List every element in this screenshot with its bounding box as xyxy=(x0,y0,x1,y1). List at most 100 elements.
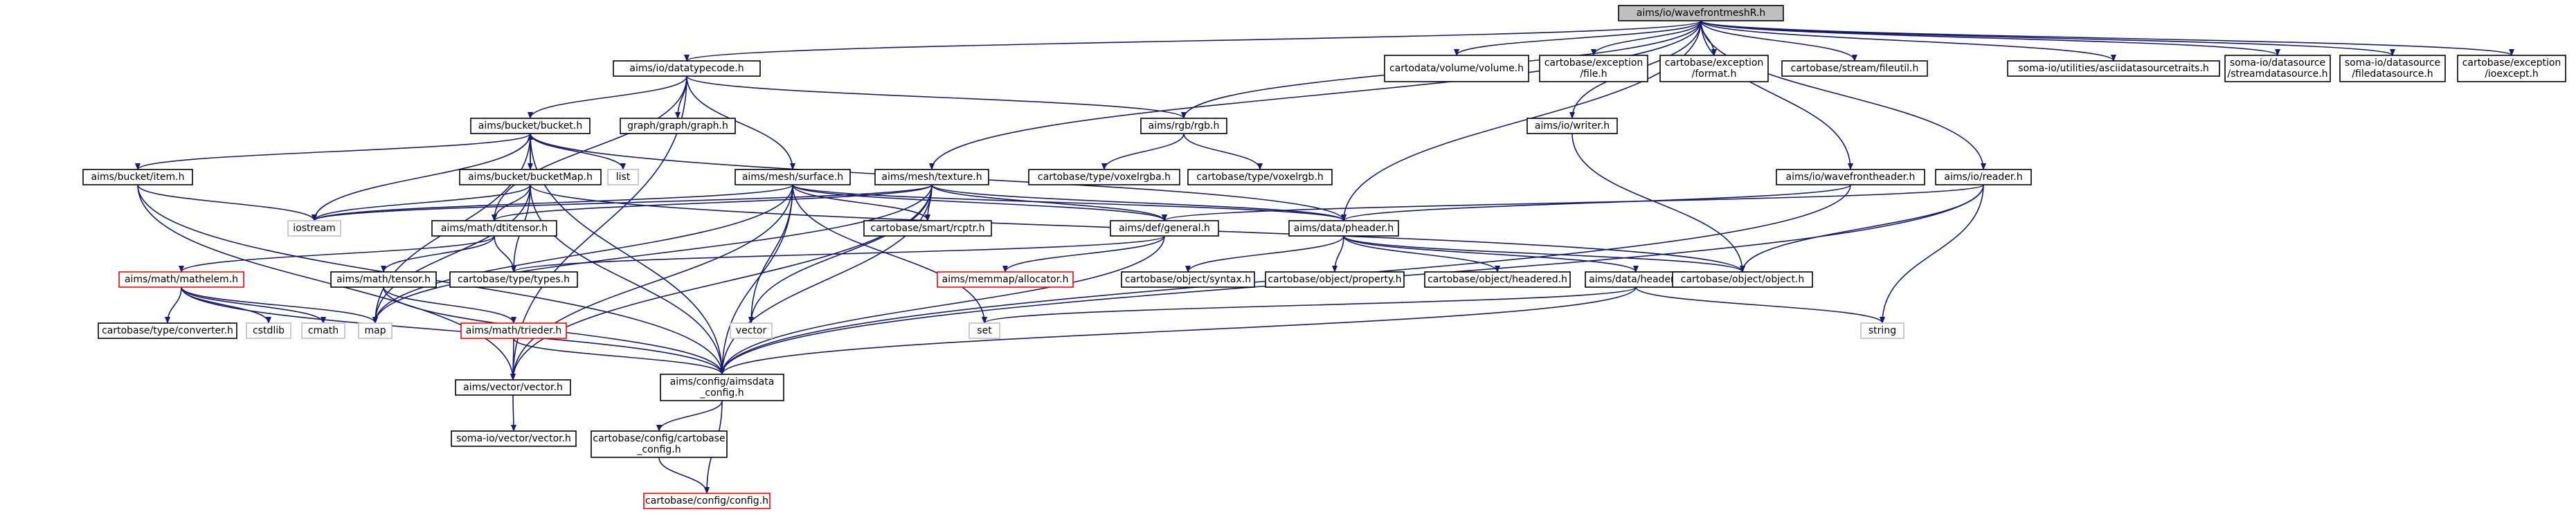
node-box xyxy=(330,271,437,288)
edge xyxy=(1183,133,1263,170)
node-label: iostream xyxy=(293,223,336,234)
edge-reader-to-general xyxy=(1162,184,1984,221)
node-aims-mesh-surface-h[interactable]: aims/mesh/surface.h xyxy=(735,169,851,185)
node-aims-def-general-h[interactable]: aims/def/general.h xyxy=(1110,220,1219,237)
node-cartobase-exception-format-h[interactable]: cartobase/exception/format.h xyxy=(1659,55,1769,82)
node-label: cartodata/volume/volume.h xyxy=(1389,63,1524,74)
node-aims-io-wavefrontheader-h[interactable]: aims/io/wavefrontheader.h xyxy=(1776,169,1925,185)
node-cartobase-object-object-h[interactable]: cartobase/object/object.h xyxy=(1672,271,1813,288)
edge-bucket-to-list xyxy=(530,133,626,170)
node-soma-io-utilities-asciidatasourcetraits-h[interactable]: soma-io/utilities/asciidatasourcetraits.… xyxy=(2007,60,2220,77)
node-soma-io-datasource-streamdatasource-h[interactable]: soma-io/datasource/streamdatasource.h xyxy=(2224,55,2331,82)
node-aims-mesh-texture-h[interactable]: aims/mesh/texture.h xyxy=(874,169,989,185)
node-aims-bucket-bucket-h[interactable]: aims/bucket/bucket.h xyxy=(470,118,591,134)
node-box xyxy=(591,430,728,458)
node-label: cmath xyxy=(308,325,339,336)
node-aims-bucket-bucketmap-h[interactable]: aims/bucket/bucketMap.h xyxy=(459,169,602,185)
edge xyxy=(1454,20,1702,56)
node-aims-math-dtitensor-h[interactable]: aims/math/dtitensor.h xyxy=(431,220,557,237)
node-cartobase-object-headered-h[interactable]: cartobase/object/headered.h xyxy=(1424,271,1571,288)
node-label: aims/rgb/rgb.h xyxy=(1149,120,1220,131)
node-cartobase-object-syntax-h[interactable]: cartobase/object/syntax.h xyxy=(1121,271,1255,288)
node-cartobase-stream-fileutil-h[interactable]: cartobase/stream/fileutil.h xyxy=(1781,60,1928,77)
edge-texture-to-iostream xyxy=(312,184,933,221)
node-cartobase-config-cartobase-config-h[interactable]: cartobase/config/cartobase_config.h xyxy=(591,430,728,458)
edge xyxy=(1162,184,1984,221)
node-box xyxy=(1526,118,1618,134)
edge xyxy=(513,338,725,375)
edge xyxy=(312,184,531,221)
node-aims-data-pheader-h[interactable]: aims/data/pheader.h xyxy=(1288,220,1399,237)
node-aims-io-reader-h[interactable]: aims/io/reader.h xyxy=(1935,169,2032,185)
node-label: aims/config/aimsdata xyxy=(670,376,775,387)
node-cartobase-type-voxelrgba-h[interactable]: cartobase/type/voxelrgba.h xyxy=(1028,169,1180,185)
node-aims-math-tensor-h[interactable]: aims/math/tensor.h xyxy=(330,271,437,288)
edge xyxy=(510,394,516,432)
edge-mathelem-to-aimsdata_config xyxy=(181,286,725,375)
edge-datatypecode-to-rgb xyxy=(686,75,1187,119)
node-map: map xyxy=(358,322,393,339)
node-label: cartobase/config/cartobase xyxy=(593,433,725,444)
edge-root-to-asciidatasourcetraits xyxy=(1700,20,2116,62)
node-cartobase-object-property-h[interactable]: cartobase/object/property.h xyxy=(1265,271,1405,288)
edge-dataheader-to-aimsdata_config xyxy=(719,286,1637,375)
edge-datatypecode-to-bucket xyxy=(528,75,687,119)
node-cartobase-type-converter-h[interactable]: cartobase/type/converter.h xyxy=(98,322,237,339)
node-cartobase-type-types-h[interactable]: cartobase/type/types.h xyxy=(449,271,578,288)
node-box xyxy=(643,493,771,509)
node-label: aims/bucket/bucketMap.h xyxy=(468,172,593,183)
edge xyxy=(686,75,1187,119)
edge-surface-to-general xyxy=(792,184,1167,221)
node-box xyxy=(2007,60,2220,77)
node-aims-data-header-h[interactable]: aims/data/header.h xyxy=(1585,271,1687,288)
edge-general-to-allocator xyxy=(1002,235,1165,273)
node-aims-io-writer-h[interactable]: aims/io/writer.h xyxy=(1526,118,1618,134)
node-cstdlib: cstdlib xyxy=(246,322,291,339)
node-aims-io-wavefrontmeshr-h[interactable]: aims/io/wavefrontmeshR.h xyxy=(1618,5,1784,21)
node-aims-io-datatypecode-h[interactable]: aims/io/datatypecode.h xyxy=(613,60,761,77)
node-cartobase-config-config-h[interactable]: cartobase/config/config.h xyxy=(643,493,771,509)
edge xyxy=(135,133,531,170)
edge xyxy=(181,286,326,324)
edge-bucket-to-item xyxy=(135,133,531,170)
edge-bucketMap-to-aimsdata_config xyxy=(530,184,725,375)
node-label: /ioexcept.h xyxy=(2485,68,2539,80)
edge xyxy=(372,184,531,324)
node-cartobase-type-voxelrgb-h[interactable]: cartobase/type/voxelrgb.h xyxy=(1187,169,1333,185)
edge-dataheader-to-string xyxy=(1635,286,1885,324)
node-aims-memmap-allocator-h[interactable]: aims/memmap/allocator.h xyxy=(937,271,1074,288)
node-cartobase-exception-file-h[interactable]: cartobase/exception/file.h xyxy=(1539,55,1648,82)
node-aims-config-aimsdata-config-h[interactable]: aims/config/aimsdata_config.h xyxy=(660,374,784,401)
node-cartobase-exception-ioexcept-h[interactable]: cartobase/exception/ioexcept.h xyxy=(2457,55,2566,82)
node-box xyxy=(1935,169,2032,185)
node-graph-graph-graph-h[interactable]: graph/graph/graph.h xyxy=(620,118,736,134)
edge xyxy=(1343,235,1639,273)
node-cartodata-volume-volume-h[interactable]: cartodata/volume/volume.h xyxy=(1384,55,1529,82)
node-label: list xyxy=(616,172,631,183)
node-aims-math-mathelem-h[interactable]: aims/math/mathelem.h xyxy=(118,271,244,288)
node-label: /file.h xyxy=(1580,68,1607,80)
edge-datatypecode-to-surface xyxy=(686,75,795,170)
node-box xyxy=(1659,55,1769,82)
node-label: vector xyxy=(736,325,767,336)
node-label: aims/bucket/item.h xyxy=(91,172,185,183)
node-label: aims/data/header.h xyxy=(1589,274,1683,285)
edge-pheader-to-dataheader xyxy=(1343,235,1639,273)
node-box xyxy=(82,169,193,185)
node-aims-math-trieder-h[interactable]: aims/math/trieder.h xyxy=(460,322,567,339)
edge-mathelem-to-cmath xyxy=(181,286,326,324)
edge-surface-to-set xyxy=(792,184,987,324)
node-label: /format.h xyxy=(1692,68,1737,80)
node-soma-io-datasource-filedatasource-h[interactable]: soma-io/datasource/filedatasource.h xyxy=(2339,55,2446,82)
edge-pheader-to-syntax xyxy=(1185,235,1344,273)
node-cartobase-smart-rcptr-h[interactable]: cartobase/smart/rcptr.h xyxy=(863,220,992,237)
node-cmath: cmath xyxy=(301,322,345,339)
node-aims-bucket-item-h[interactable]: aims/bucket/item.h xyxy=(82,169,193,185)
node-aims-vector-vector-h[interactable]: aims/vector/vector.h xyxy=(455,379,571,396)
node-box xyxy=(1110,220,1219,237)
node-label: cartobase/type/converter.h xyxy=(102,325,233,336)
edge-bucketMap-to-map xyxy=(372,184,531,324)
edge xyxy=(492,184,933,221)
node-aims-rgb-rgb-h[interactable]: aims/rgb/rgb.h xyxy=(1140,118,1227,134)
node-soma-io-vector-vector-h[interactable]: soma-io/vector/vector.h xyxy=(451,430,577,447)
